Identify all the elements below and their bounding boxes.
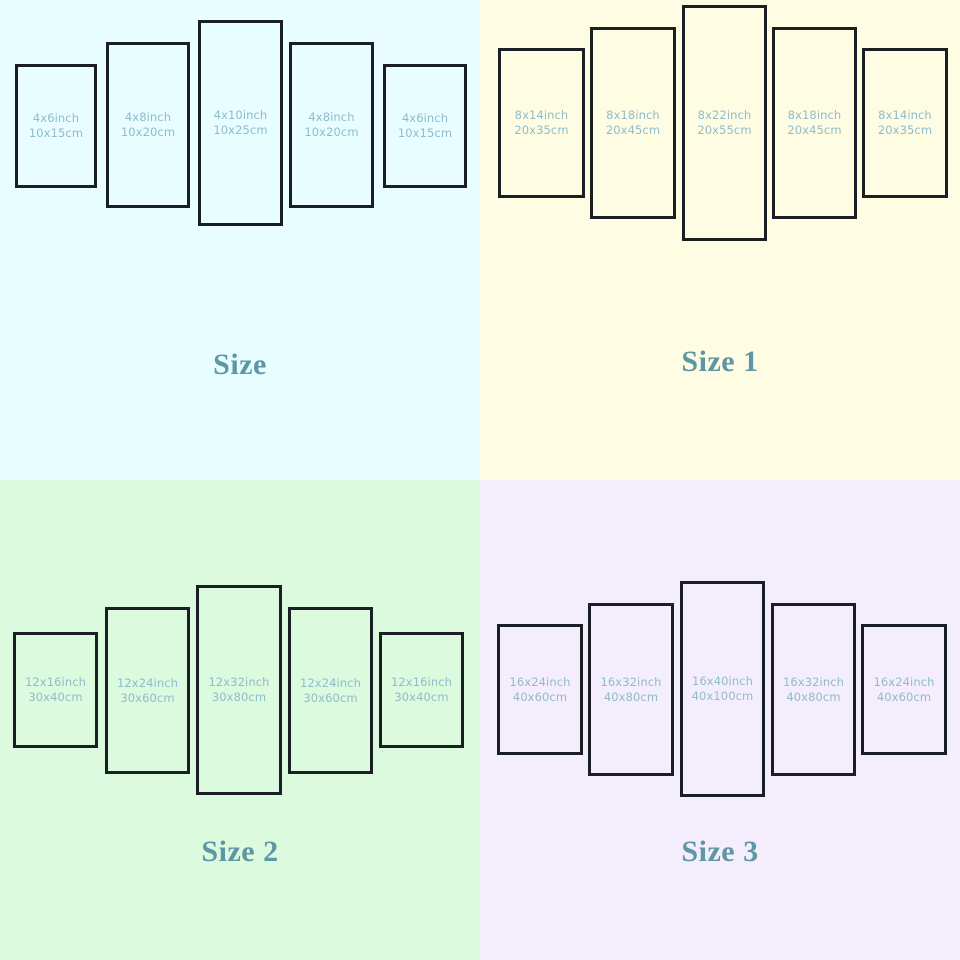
panel-size-inch: 16x32inch bbox=[600, 674, 662, 689]
panel-size-inch: 12x16inch bbox=[390, 675, 453, 689]
quadrant-title-size-1: Size 1 bbox=[681, 345, 759, 378]
panel-size-cm: 20x45cm bbox=[605, 123, 661, 137]
panel-size-inch: 4x8inch bbox=[308, 110, 355, 124]
panel-size-inch: 16x32inch bbox=[782, 674, 845, 689]
panel-size-inch: 12x16inch bbox=[24, 675, 87, 689]
panel-size-cm: 40x100cm bbox=[691, 689, 754, 703]
panel-size-cm: 20x35cm bbox=[514, 123, 569, 137]
panel-size-cm: 30x60cm bbox=[120, 690, 175, 705]
panel-size-inch: 16x24inch bbox=[873, 674, 935, 689]
panel-size-cm: 30x80cm bbox=[211, 690, 267, 704]
panel-size-inch: 12x24inch bbox=[116, 675, 179, 690]
panel-size-inch: 16x40inch bbox=[691, 674, 754, 688]
panel-size-cm: 40x80cm bbox=[603, 689, 659, 704]
panel-size-cm: 40x60cm bbox=[512, 689, 568, 704]
panel-size-cm: 30x60cm bbox=[303, 690, 358, 705]
panel-size-inch: 4x6inch bbox=[401, 111, 449, 125]
panel-size-cm: 40x60cm bbox=[876, 689, 932, 704]
quadrant-title-size-2: Size 2 bbox=[201, 835, 279, 868]
panel-size-cm: 30x40cm bbox=[394, 690, 449, 704]
panel-size-inch: 8x22inch bbox=[697, 108, 752, 122]
quadrant-title-size: Size bbox=[213, 348, 267, 381]
panel-size-cm: 10x20cm bbox=[120, 125, 176, 139]
panel-size-cm: 10x15cm bbox=[28, 126, 84, 140]
panel-size-cm: 10x15cm bbox=[397, 126, 453, 140]
panel-size-cm: 30x40cm bbox=[28, 690, 83, 704]
panel-size-cm: 10x20cm bbox=[304, 125, 359, 139]
panel-size-inch: 12x32inch bbox=[208, 675, 270, 689]
panel-size-inch: 4x8inch bbox=[124, 110, 172, 124]
panel-size-inch: 8x18inch bbox=[787, 108, 842, 122]
panel-size-inch: 4x10inch bbox=[213, 108, 268, 122]
panel-size-cm: 20x55cm bbox=[697, 123, 752, 137]
panel-size-inch: 4x6inch bbox=[32, 111, 80, 125]
panel-size-cm: 20x45cm bbox=[787, 123, 842, 137]
panel-size-cm: 40x80cm bbox=[786, 689, 841, 704]
quadrant-title-size-3: Size 3 bbox=[681, 835, 759, 868]
panel-size-cm: 20x35cm bbox=[877, 123, 933, 137]
panel-size-inch: 8x14inch bbox=[878, 108, 932, 122]
panel-size-inch: 12x24inch bbox=[299, 675, 362, 690]
panel-size-inch: 8x14inch bbox=[514, 108, 569, 122]
panel-size-inch: 16x24inch bbox=[509, 674, 571, 689]
panel-size-cm: 10x25cm bbox=[213, 123, 268, 137]
panel-size-inch: 8x18inch bbox=[606, 108, 660, 122]
